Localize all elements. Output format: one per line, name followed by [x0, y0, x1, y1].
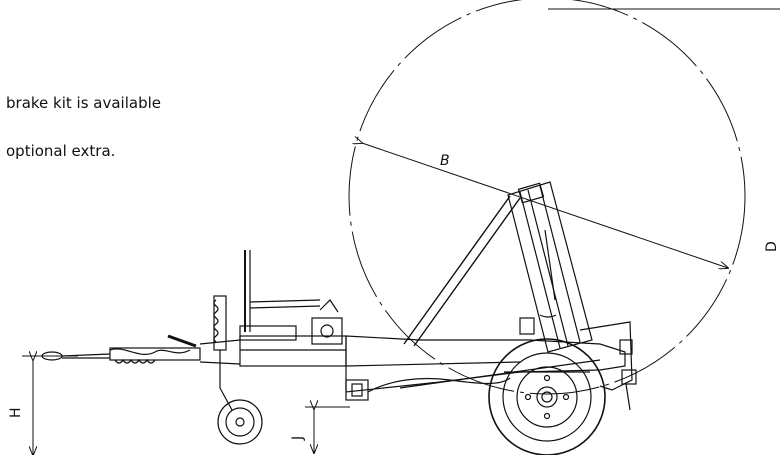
trailer-drawing: [41, 181, 637, 455]
j-label: J: [290, 436, 306, 441]
hydraulic-hose: [367, 377, 511, 393]
note-line-2: optional extra.: [6, 142, 116, 160]
road-wheel: [488, 338, 606, 455]
note-line-1: brake kit is available: [6, 94, 161, 112]
b-label: B: [440, 153, 450, 169]
h-label: H: [8, 407, 24, 418]
diagonal-strut: [403, 195, 521, 347]
d-label: D: [764, 241, 780, 252]
brake-kit-note: brake kit is available optional extra.: [0, 63, 161, 175]
winch-stand: [239, 250, 343, 345]
lifting-arm: [507, 181, 593, 353]
reel-envelope-circle: [348, 0, 746, 395]
jockey-wheel: [213, 295, 263, 445]
tow-eye: [41, 347, 201, 364]
